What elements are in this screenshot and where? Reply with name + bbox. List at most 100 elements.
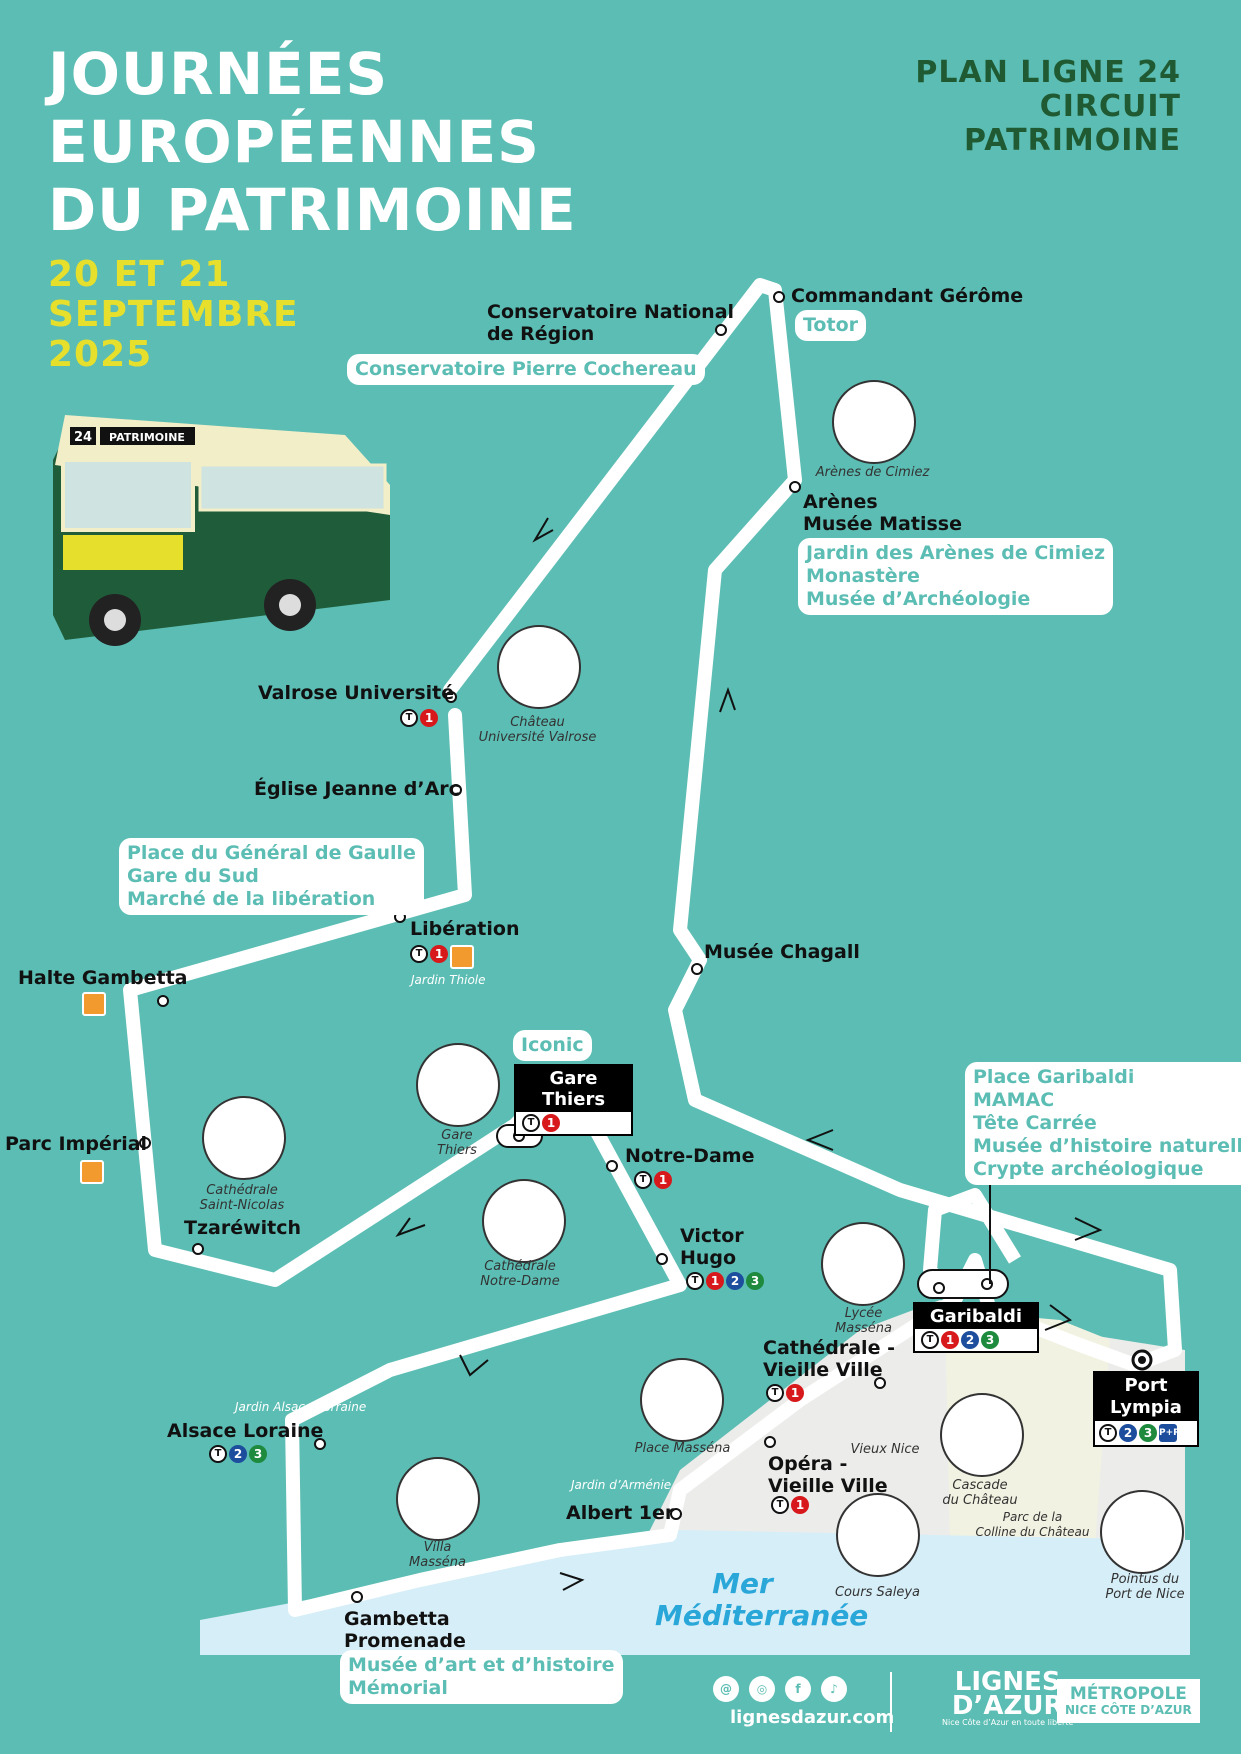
website-link[interactable]: lignesdazur.com	[730, 1707, 895, 1728]
train-icon	[80, 1160, 104, 1184]
threads-icon[interactable]: @	[713, 1676, 739, 1702]
caption-csn-line-1: Cathédrale	[206, 1183, 278, 1198]
instagram-icon[interactable]: ◎	[749, 1676, 775, 1702]
caption-parc-chateau: Parc de la Colline du Château	[975, 1510, 1090, 1540]
stop-liberation: Libération	[410, 918, 520, 940]
caption-cascade: Cascade du Château	[930, 1478, 1030, 1508]
caption-gare-thiers: Gare Thiers	[427, 1128, 487, 1158]
caption-villa-line-1: Villa	[423, 1540, 452, 1555]
halte-gambetta-lines	[82, 992, 106, 1016]
line-1-icon: 1	[786, 1384, 804, 1402]
cours-saleya-icon	[836, 1493, 920, 1577]
caption-pointus: Pointus du Port de Nice	[1095, 1572, 1195, 1602]
line-2-icon: 2	[726, 1272, 744, 1290]
sea-line-2: Méditerranée	[655, 1599, 869, 1632]
event-dates: 20 ET 21 SEPTEMBRE 2025	[48, 255, 299, 375]
stop-opera: Opéra - Vieille Ville	[768, 1453, 888, 1497]
poi-arenes-line-2: Monastère	[806, 565, 920, 587]
notre-dame-lines: T 1	[634, 1171, 672, 1189]
logo-lignes-tagline: Nice Côte d’Azur en toute liberté	[942, 1718, 1074, 1727]
stop-halte-gambetta: Halte Gambetta	[18, 967, 188, 989]
caption-cnd-line-2: Notre-Dame	[480, 1274, 560, 1289]
stop-arenes-line-2: Musée Matisse	[803, 513, 962, 535]
poi-gaulle-line-2: Gare du Sud	[127, 865, 259, 887]
poi-garibaldi-line-3: Tête Carrée	[973, 1112, 1097, 1134]
caption-cathedrale-nd: Cathédrale Notre-Dame	[470, 1259, 570, 1289]
caption-gare-line-1: Gare	[441, 1128, 473, 1143]
stop-arenes-line-1: Arènes	[803, 491, 878, 513]
mediterranean-sea	[200, 1530, 1190, 1655]
stop-gambetta-prom-line-2: Promenade	[344, 1630, 466, 1652]
cathedrale-notre-dame-icon	[482, 1179, 566, 1263]
poi-arenes: Jardin des Arènes de Cimiez Monastère Mu…	[798, 538, 1114, 615]
place-massena-icon	[640, 1358, 724, 1442]
gare-thiers-icon	[416, 1043, 500, 1127]
villa-massena-icon	[396, 1457, 480, 1541]
cathedrale-saint-nicolas-icon	[202, 1096, 286, 1180]
line-3-icon: 3	[746, 1272, 764, 1290]
poi-garibaldi-line-5: Crypte archéologique	[973, 1158, 1204, 1180]
lycee-massena-icon	[821, 1222, 905, 1306]
dates-line-3: 2025	[48, 334, 153, 375]
plan-title: PLAN LIGNE 24 CIRCUIT PATRIMOINE	[915, 56, 1181, 158]
poi-conservatoire: Conservatoire Pierre Cochereau	[347, 354, 705, 385]
caption-cours-saleya: Cours Saleya	[834, 1585, 920, 1600]
tiktok-icon[interactable]: ♪	[821, 1676, 847, 1702]
plan-line-2: CIRCUIT	[1039, 89, 1181, 124]
poi-garibaldi: Place Garibaldi MAMAC Tête Carrée Musée …	[965, 1062, 1241, 1185]
tram-icon: T	[209, 1445, 227, 1463]
chateau-valrose-icon	[497, 625, 581, 709]
dates-line-2: SEPTEMBRE	[48, 294, 299, 335]
stop-cathedrale-line-1: Cathédrale -	[763, 1337, 895, 1359]
tram-icon: T	[522, 1114, 540, 1132]
caption-pointus-line-2: Port de Nice	[1105, 1587, 1185, 1602]
event-title: JOURNÉES EUROPÉENNES DU PATRIMOINE	[48, 40, 577, 244]
caption-jardin-armenie: Jardin d’Arménie	[571, 1478, 672, 1492]
poi-gaulle-line-3: Marché de la libération	[127, 888, 376, 910]
caption-chateau-line-2: Université Valrose	[478, 730, 597, 745]
poi-totor: Totor	[795, 310, 866, 341]
bus-route-number: 24	[74, 430, 92, 445]
port-lympia-lines: T 2 3 P+R	[1095, 1421, 1197, 1445]
stop-gare-thiers: Gare Thiers T 1	[514, 1064, 633, 1136]
bus-destination: PATRIMOINE	[109, 431, 185, 444]
line-1-icon: 1	[420, 709, 438, 727]
stop-gambetta-promenade: Gambetta Promenade	[344, 1608, 466, 1652]
stop-markers	[139, 291, 886, 1603]
stop-tzarewitch: Tzaréwitch	[184, 1217, 302, 1239]
caption-cascade-line-1: Cascade	[952, 1478, 1008, 1493]
caption-vieux-nice: Vieux Nice	[850, 1442, 920, 1457]
opera-lines: T 1	[771, 1496, 809, 1514]
social-icons: @ ◎ f ♪	[713, 1676, 847, 1702]
poi-gambetta: Musée d’art et d’histoire Mémorial	[340, 1650, 623, 1704]
arenes-cimiez-icon	[832, 380, 916, 464]
tram-icon: T	[400, 709, 418, 727]
line-2-icon: 2	[961, 1331, 979, 1349]
caption-place-massena: Place Masséna	[634, 1441, 731, 1456]
title-line-3: DU PATRIMOINE	[48, 176, 577, 244]
plan-line-3: PATRIMOINE	[964, 123, 1181, 158]
stop-port-lympia: Port Lympia T 2 3 P+R	[1093, 1371, 1199, 1447]
poi-garibaldi-line-4: Musée d’histoire naturelle	[973, 1135, 1241, 1157]
caption-cathedrale-sn: Cathédrale Saint-Nicolas	[182, 1183, 302, 1213]
caption-cnd-line-1: Cathédrale	[484, 1259, 556, 1274]
facebook-icon[interactable]: f	[785, 1676, 811, 1702]
poi-gambetta-line-2: Mémorial	[348, 1677, 448, 1699]
line-1-icon: 1	[791, 1496, 809, 1514]
logo-lignes-line-2: D’AZUR	[951, 1691, 1064, 1721]
stop-eglise-jeanne-darc: Église Jeanne d’Arc	[254, 778, 460, 800]
stop-commandant-gerome: Commandant Gérôme	[791, 285, 1024, 307]
sea-line-1: Mer	[712, 1567, 773, 1600]
caption-gare-line-2: Thiers	[437, 1143, 477, 1158]
garibaldi-stop-pill	[917, 1269, 1009, 1299]
tram-icon: T	[771, 1496, 789, 1514]
caption-csn-line-2: Saint-Nicolas	[199, 1198, 285, 1213]
caption-lycee-line-1: Lycée	[844, 1306, 883, 1321]
plan-line-1: PLAN LIGNE 24	[915, 55, 1181, 90]
stop-cathedrale-line-2: Vieille Ville	[763, 1359, 883, 1381]
stop-victor-hugo: Victor Hugo	[680, 1225, 744, 1269]
poi-gaulle: Place du Général de Gaulle Gare du Sud M…	[119, 838, 424, 915]
line-1-icon: 1	[706, 1272, 724, 1290]
garibaldi-lines: T 1 2 3	[915, 1329, 1037, 1351]
